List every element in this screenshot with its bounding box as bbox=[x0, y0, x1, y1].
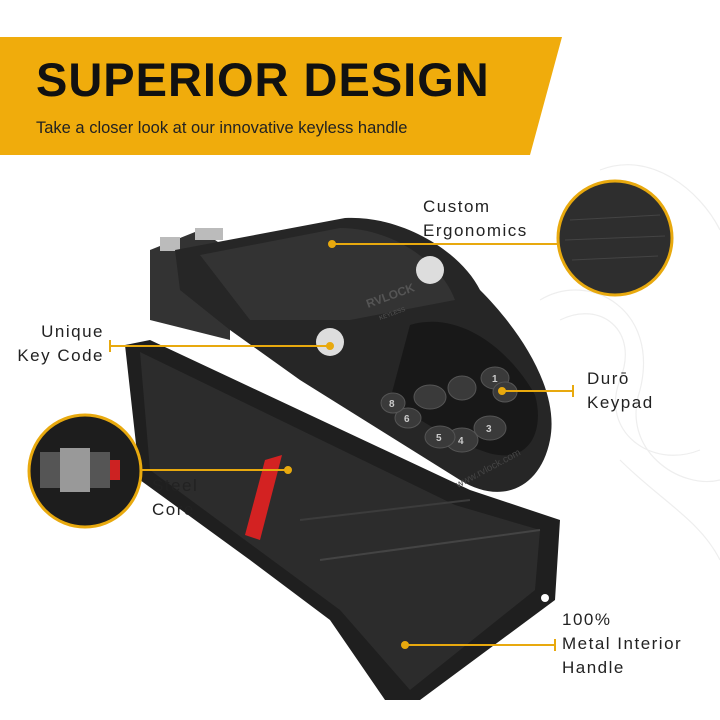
page-title: SUPERIOR DESIGN bbox=[36, 53, 490, 106]
callout-line: Unique bbox=[41, 322, 104, 341]
texture-detail-circle bbox=[556, 179, 674, 297]
key-5: 5 bbox=[436, 433, 442, 444]
callout-line: Handle bbox=[562, 658, 625, 677]
callout-line: 100% bbox=[562, 610, 612, 629]
callout-duro-keypad: Durō Keypad bbox=[587, 367, 654, 415]
callout-line: Keypad bbox=[587, 393, 654, 412]
callout-line: Metal Interior bbox=[562, 634, 683, 653]
steel-core-detail-circle bbox=[27, 413, 143, 529]
keypad-handle: RVLOCK KEYLESS www.rvlock.com 1 3 4 5 6 … bbox=[175, 217, 552, 492]
lock-base bbox=[125, 340, 560, 700]
key-3: 3 bbox=[486, 424, 492, 435]
callout-custom-ergonomics: Custom Ergonomics bbox=[423, 195, 528, 243]
red-lever bbox=[245, 455, 282, 540]
header-banner bbox=[0, 37, 562, 155]
key-8: 8 bbox=[389, 399, 395, 410]
callout-line: Custom bbox=[423, 197, 491, 216]
callout-unique-key-code: Unique Key Code bbox=[17, 320, 104, 368]
callout-metal-interior-handle: 100% Metal Interior Handle bbox=[562, 608, 682, 680]
key-4: 4 bbox=[458, 436, 464, 447]
callout-line: Core bbox=[152, 500, 195, 519]
callout-steel-core: Steel Core bbox=[152, 474, 198, 522]
callout-lines bbox=[109, 240, 574, 651]
callout-line: Key Code bbox=[17, 346, 104, 365]
page-subtitle: Take a closer look at our innovative key… bbox=[36, 119, 408, 137]
key-6: 6 bbox=[404, 414, 410, 425]
callout-line: Durō bbox=[587, 369, 630, 388]
topographic-background bbox=[539, 164, 720, 561]
key-1: 1 bbox=[492, 374, 498, 385]
callout-line: Steel bbox=[152, 476, 199, 495]
callout-line: Ergonomics bbox=[423, 221, 528, 240]
